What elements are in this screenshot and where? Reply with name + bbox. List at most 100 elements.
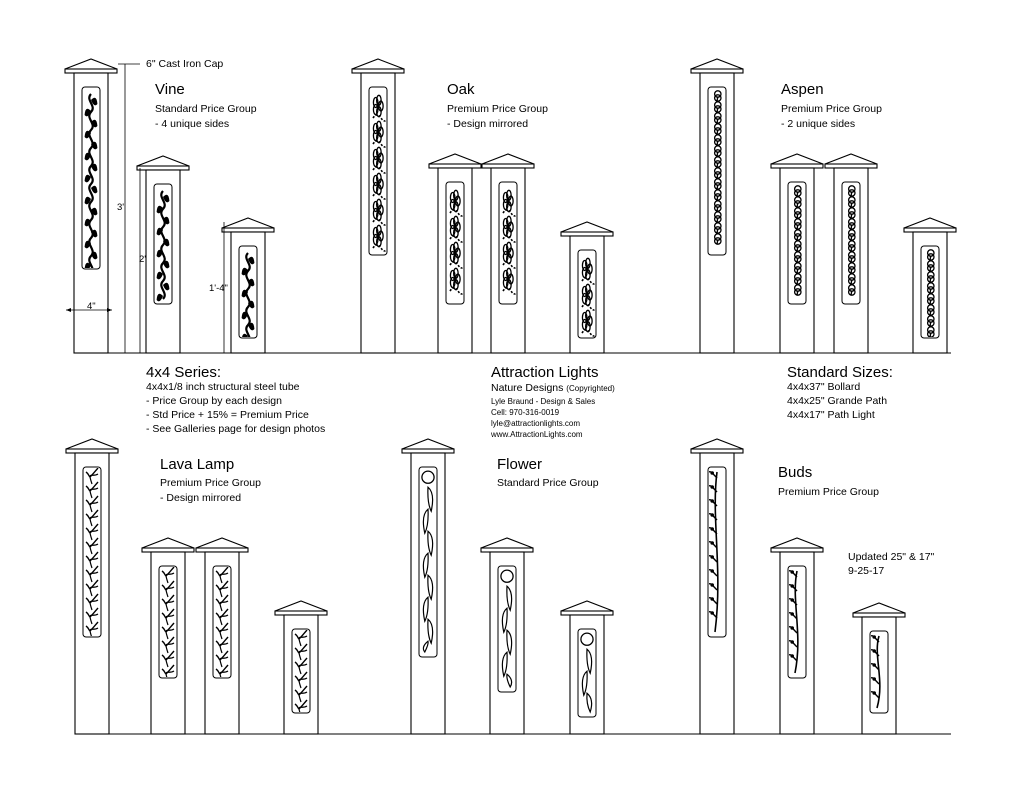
post-cap xyxy=(428,153,482,165)
design-title-buds: Buds xyxy=(778,464,813,481)
pattern-buds xyxy=(789,570,799,674)
pattern-aspen xyxy=(713,90,722,245)
pattern-aspen xyxy=(926,249,935,337)
series-line: - See Galleries page for design photos xyxy=(146,423,326,435)
post-cap xyxy=(351,58,405,70)
company-email[interactable]: lyle@attractionlights.com xyxy=(491,419,581,428)
company-website[interactable]: www.AttractionLights.com xyxy=(491,430,583,439)
post-cap xyxy=(770,537,824,549)
post-vine xyxy=(136,155,190,354)
pattern-lava xyxy=(215,567,229,677)
size-item: 4x4x25" Grande Path xyxy=(787,395,888,407)
sizes-title: Standard Sizes: xyxy=(787,364,893,381)
company-contact: Lyle Braund - Design & Sales xyxy=(491,397,596,406)
pattern-flower xyxy=(580,632,594,714)
post-flower xyxy=(401,438,455,735)
post-flower xyxy=(480,537,534,735)
post-cap xyxy=(824,153,878,165)
company-name: Attraction Lights xyxy=(491,364,599,381)
post-lava xyxy=(141,537,195,735)
pattern-vine xyxy=(84,93,98,268)
pattern-lava xyxy=(85,468,99,636)
post-window xyxy=(787,181,807,305)
pattern-flower xyxy=(421,470,435,654)
design-title-aspen: Aspen xyxy=(781,81,824,98)
pattern-oak xyxy=(372,94,386,252)
post-cap xyxy=(480,537,534,549)
post-cap xyxy=(274,600,328,612)
post-aspen xyxy=(903,217,957,354)
post-window xyxy=(158,565,178,679)
post-cap xyxy=(65,438,119,450)
post-cap xyxy=(770,153,824,165)
company-copyright: (Copyrighted) xyxy=(566,384,615,393)
update-note-date: 9-25-17 xyxy=(848,565,885,577)
post-aspen xyxy=(824,153,878,354)
post-oak xyxy=(428,153,482,354)
design-group-lava-lamp: Premium Price Group xyxy=(160,477,261,489)
post-cap xyxy=(690,438,744,450)
post-buds xyxy=(690,438,744,735)
post-aspen xyxy=(690,58,744,354)
pattern-lava xyxy=(161,567,175,677)
update-note-line1: Updated 25" & 17" xyxy=(848,551,935,563)
size-item: 4x4x17" Path Light xyxy=(787,409,875,421)
post-window xyxy=(497,565,517,693)
design-title-vine: Vine xyxy=(155,81,185,98)
pattern-aspen xyxy=(847,185,856,296)
pattern-oak xyxy=(502,189,516,295)
post-lava xyxy=(195,537,249,735)
design-group-aspen: Premium Price Group xyxy=(781,103,882,115)
width-4in-label: 4" xyxy=(87,301,96,312)
height-3ft-label: 3' xyxy=(117,202,125,213)
company-tagline: Nature Designs xyxy=(491,382,564,394)
post-buds xyxy=(852,602,906,735)
post-cap xyxy=(221,217,275,229)
post-cap xyxy=(560,600,614,612)
pattern-aspen xyxy=(793,185,802,296)
post-vine xyxy=(221,217,275,354)
design-group-oak: Premium Price Group xyxy=(447,103,548,115)
post-cap xyxy=(64,58,118,70)
cap-label: 6" Cast Iron Cap xyxy=(146,58,224,70)
pattern-flower xyxy=(500,569,514,689)
design-title-flower: Flower xyxy=(497,456,543,473)
post-aspen xyxy=(770,153,824,354)
post-cap xyxy=(195,537,249,549)
company-phone: Cell: 970-316-0019 xyxy=(491,408,560,417)
company-tagline-line: Nature Designs (Copyrighted) xyxy=(491,382,615,395)
post-cap xyxy=(690,58,744,70)
post-window xyxy=(212,565,232,679)
post-cap xyxy=(852,602,906,614)
post-cap xyxy=(903,217,957,229)
design-note-oak: - Design mirrored xyxy=(447,118,529,130)
design-group-vine: Standard Price Group xyxy=(155,103,257,115)
post-cap xyxy=(136,155,190,167)
series-title: 4x4 Series: xyxy=(146,364,222,381)
post-cap xyxy=(141,537,195,549)
post-flower xyxy=(560,600,614,735)
post-vine xyxy=(64,58,118,354)
series-line: - Std Price + 15% = Premium Price xyxy=(146,409,309,421)
height-2ft-label: 2' xyxy=(139,254,147,265)
design-note-aspen: - 2 unique sides xyxy=(781,118,856,130)
post-window xyxy=(82,466,102,638)
post-window xyxy=(841,181,861,305)
pattern-oak xyxy=(449,189,463,295)
design-group-flower: Standard Price Group xyxy=(497,477,599,489)
design-title-oak: Oak xyxy=(447,81,475,98)
series-line: 4x4x1/8 inch structural steel tube xyxy=(146,381,300,393)
post-oak xyxy=(481,153,535,354)
height-1ft4-label: 1'-4" xyxy=(209,283,228,294)
pattern-buds xyxy=(871,635,881,709)
post-oak xyxy=(560,221,614,354)
post-lava xyxy=(274,600,328,735)
post-buds xyxy=(770,537,824,735)
post-cap xyxy=(560,221,614,233)
post-window xyxy=(707,86,727,256)
post-cap xyxy=(481,153,535,165)
pattern-vine xyxy=(241,252,255,337)
post-oak xyxy=(351,58,405,354)
